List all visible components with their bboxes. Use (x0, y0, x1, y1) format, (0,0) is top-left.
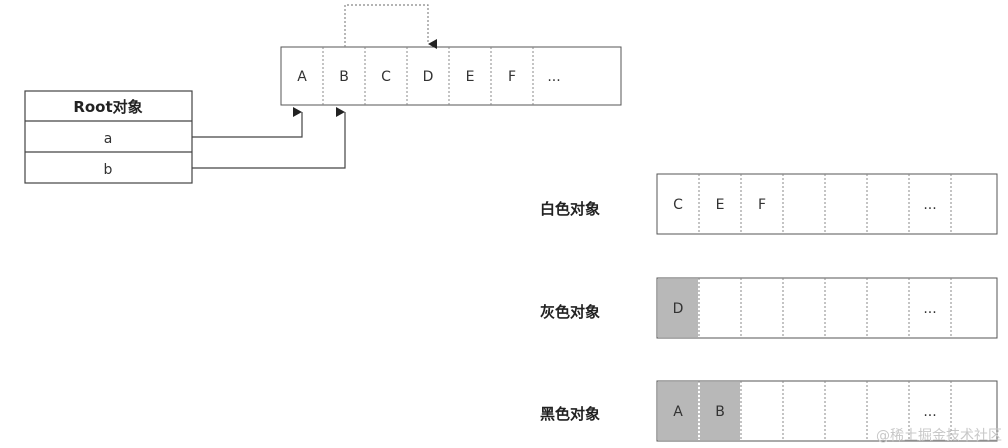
black-set-cell: B (715, 404, 725, 420)
reference-arrows (192, 4, 437, 169)
heap-cell: D (423, 69, 434, 85)
black-set-cell: A (673, 404, 683, 420)
white-set-cell: ... (923, 197, 936, 213)
black-set-label: 黑色对象 (540, 405, 600, 423)
black-set-cells: A B... (656, 380, 998, 442)
heap-cell: E (466, 69, 475, 85)
heap-border (280, 46, 622, 106)
black-object-set: 黑色对象 A B... (540, 380, 998, 442)
root-title: Root对象 (73, 98, 142, 116)
heap-cell: ... (547, 69, 560, 85)
watermark: @稀土掘金技术社区 (876, 428, 1002, 444)
root-table-border (24, 90, 193, 184)
black-set-cell: ... (923, 404, 936, 420)
black-set-cell-fill (700, 382, 740, 440)
gray-set-border (656, 277, 998, 339)
root-field-b: b (104, 162, 113, 178)
white-set-cells: C E F... (656, 173, 998, 235)
black-set-cell-fill (658, 382, 698, 440)
ref-arrow-a-to-A (192, 107, 303, 138)
white-object-set: 白色对象 C E F... (540, 173, 998, 235)
ref-arrow-B-to-D (344, 4, 437, 49)
heap-cell: F (508, 69, 516, 85)
heap-cell: A (297, 69, 307, 85)
ref-arrow-b-to-B (192, 107, 346, 169)
white-set-cell: E (716, 197, 725, 213)
gray-set-cell: ... (923, 301, 936, 317)
gray-set-cell: D (673, 301, 684, 317)
white-set-cell: C (673, 197, 683, 213)
heap-object-row: A B C D E F... (280, 46, 622, 106)
gray-set-cells: D... (656, 277, 998, 339)
gray-set-cell-fill (658, 279, 698, 337)
white-set-border (656, 173, 998, 235)
heap-cell: C (381, 69, 391, 85)
white-set-label: 白色对象 (540, 200, 600, 218)
root-field-a: a (104, 131, 113, 147)
gray-set-label: 灰色对象 (540, 303, 600, 321)
root-object-table: Root对象 a b (24, 90, 193, 184)
white-set-cell: F (758, 197, 766, 213)
heap-cell: B (339, 69, 349, 85)
gray-object-set: 灰色对象 D... (540, 277, 998, 339)
